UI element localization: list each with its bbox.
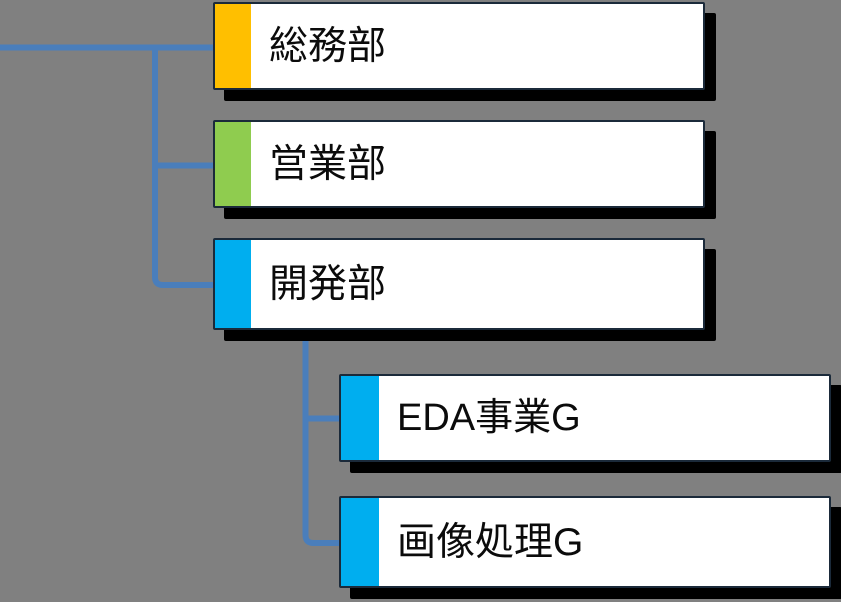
connector-level1-trunk xyxy=(152,47,213,288)
org-node-gazou[interactable]: 画像処理G xyxy=(339,496,831,588)
accent-bar-soumu xyxy=(215,4,251,88)
org-node-soumu[interactable]: 総務部 xyxy=(213,2,705,90)
accent-bar-eda xyxy=(341,376,379,460)
node-body-soumu: 総務部 xyxy=(251,4,703,88)
node-body-eigyo: 営業部 xyxy=(251,122,703,206)
node-body-gazou: 画像処理G xyxy=(379,498,829,586)
org-node-label: 画像処理G xyxy=(397,520,584,564)
org-node-kaihatsu[interactable]: 開発部 xyxy=(213,238,705,330)
node-body-kaihatsu: 開発部 xyxy=(251,240,703,328)
org-node-label: 総務部 xyxy=(269,24,387,68)
connector-kaihatsu-trunk xyxy=(302,330,341,546)
org-node-label: 営業部 xyxy=(269,142,387,186)
org-node-label: EDA事業G xyxy=(397,397,581,439)
accent-bar-kaihatsu xyxy=(215,240,251,328)
org-node-eda[interactable]: EDA事業G xyxy=(339,374,831,462)
accent-bar-gazou xyxy=(341,498,379,586)
org-node-eigyo[interactable]: 営業部 xyxy=(213,120,705,208)
org-node-label: 開発部 xyxy=(269,262,387,306)
node-body-eda: EDA事業G xyxy=(379,376,829,460)
accent-bar-eigyo xyxy=(215,122,251,206)
